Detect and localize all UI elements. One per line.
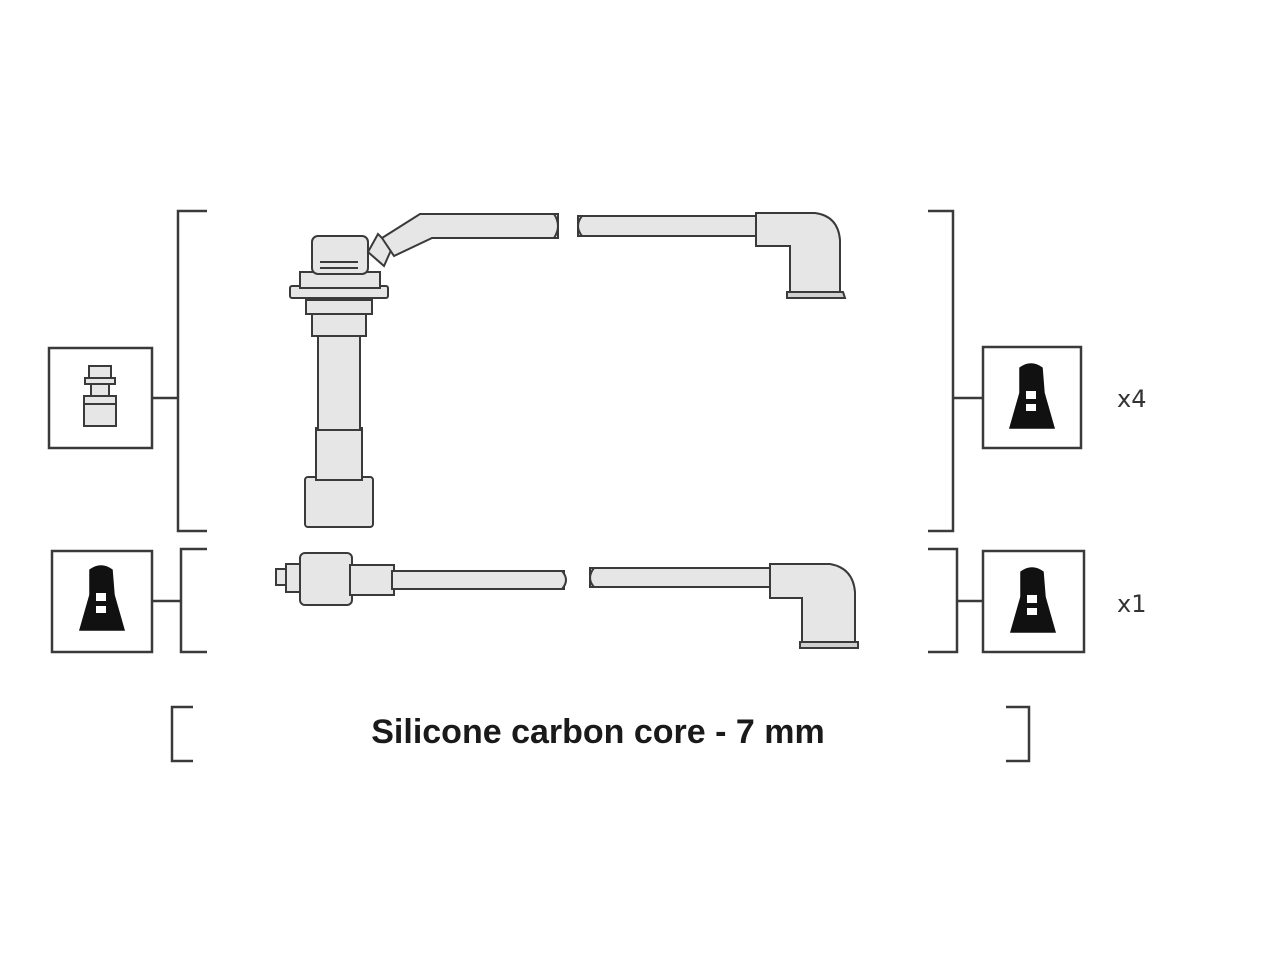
spark-plug-boot-icon (50, 549, 154, 654)
spark-plug-boot-icon (981, 549, 1086, 654)
right-bracket-bottom (928, 547, 983, 654)
core-label-bracket (170, 705, 1031, 763)
right-bracket-top (928, 209, 983, 533)
quantity-label-bottom: x1 (1117, 590, 1146, 618)
top-ignition-cable (289, 212, 847, 528)
distributor-cap-terminal-icon (47, 346, 154, 450)
quantity-label-top: x4 (1117, 385, 1146, 413)
core-specification-label: Silicone carbon core - 7 mm (371, 713, 824, 751)
left-bracket-bottom (152, 547, 207, 654)
left-bracket-top (152, 209, 207, 533)
spark-plug-boot-icon (981, 345, 1083, 450)
bottom-ignition-cable (275, 552, 859, 649)
